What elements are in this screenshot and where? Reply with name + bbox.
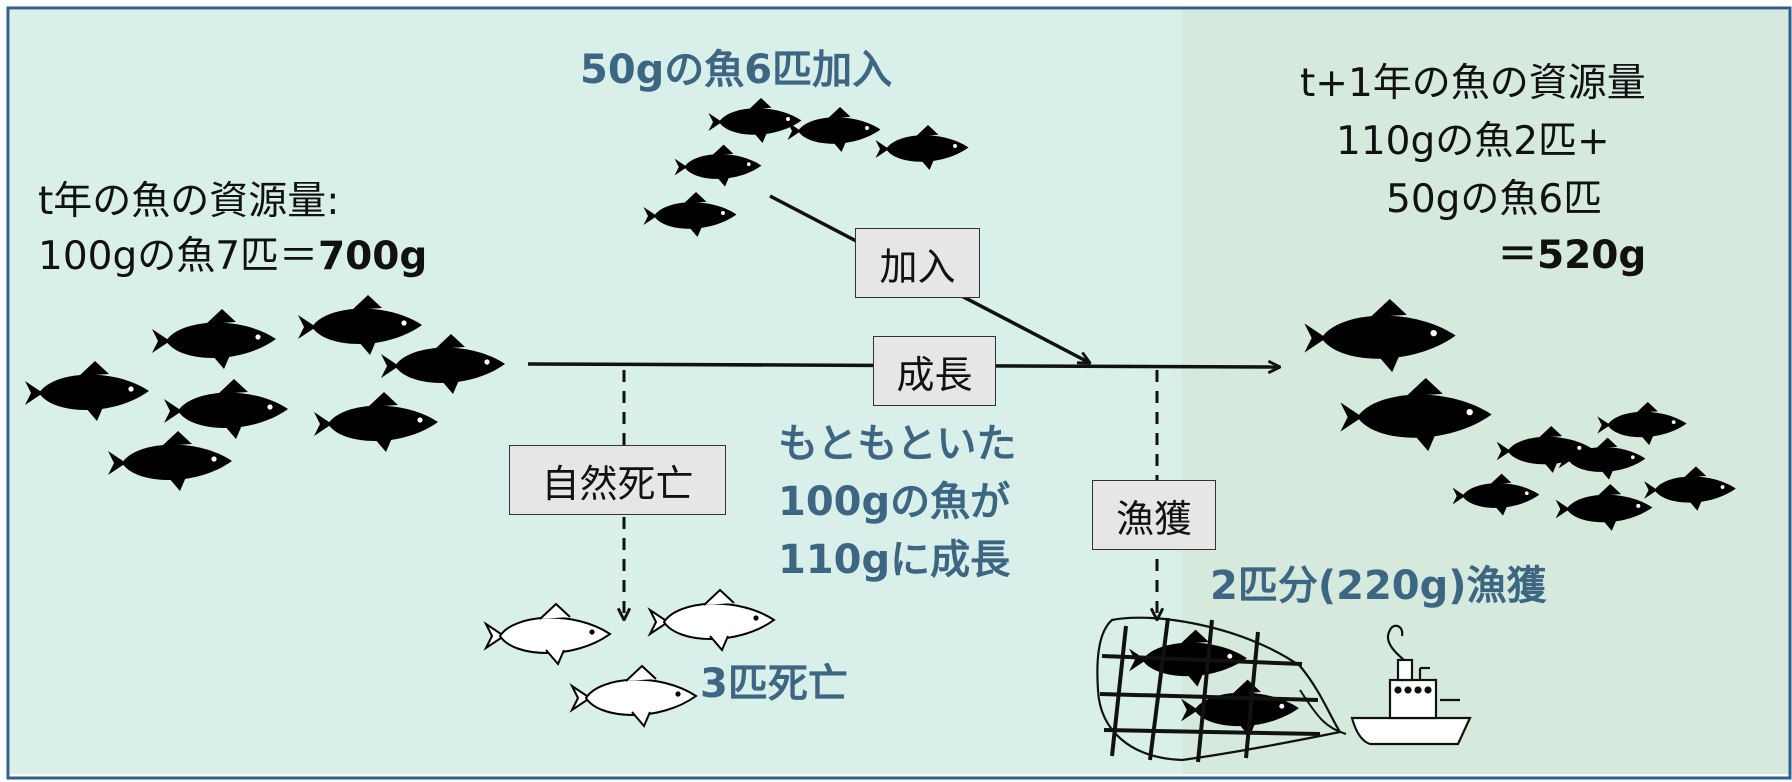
fish-icon <box>1555 484 1653 531</box>
fish-icon <box>152 309 276 369</box>
natural-death-box-label: 自然死亡 <box>541 461 694 506</box>
dead-fish-icon <box>571 665 697 727</box>
fish-icon <box>643 192 737 237</box>
initial-stock-label: t年の魚の資源量: <box>38 179 340 224</box>
next-stock-label: t+1年の魚の資源量 <box>1300 61 1646 106</box>
fish-icon <box>381 334 505 394</box>
growth-note-line2: 100gの魚が <box>778 479 1011 525</box>
fish-icon <box>298 295 422 355</box>
initial-stock-amount: 100gの魚7匹＝700g <box>38 233 427 281</box>
next-stock-total: ＝520g <box>1498 233 1647 278</box>
fish-icon <box>1597 401 1687 446</box>
fish-icon <box>25 361 149 421</box>
initial-stock-fish-group <box>25 295 505 491</box>
fish-icon <box>108 431 232 491</box>
fish-icon <box>164 379 288 439</box>
dead-fish-icon <box>649 589 775 651</box>
fish-icon <box>1340 377 1492 452</box>
recruitment-caption: 50gの魚6匹加入 <box>580 47 893 93</box>
next-stock-small-fish: 50gの魚6匹 <box>1386 177 1603 222</box>
recruitment-box-label: 加入 <box>879 244 956 289</box>
next-stock-large-fish: 110gの魚2匹+ <box>1336 119 1610 164</box>
recruitment-box: 加入 <box>855 228 980 298</box>
dead-fish-icon <box>485 603 611 665</box>
fish-icon <box>708 98 802 143</box>
fish-icon <box>787 107 881 152</box>
fishing-box: 漁獲 <box>1092 480 1216 550</box>
fish-icon <box>1304 298 1456 373</box>
initial-stock-total: 700g <box>318 234 428 279</box>
fish-icon <box>674 144 762 187</box>
fish-icon <box>1452 473 1540 516</box>
growth-note-line3: 110gに成長 <box>778 537 1011 583</box>
fish-icon <box>875 125 969 170</box>
growth-box: 成長 <box>873 336 996 406</box>
natural-death-box: 自然死亡 <box>509 445 726 515</box>
natural-death-caption: 3匹死亡 <box>700 661 848 707</box>
growth-box-label: 成長 <box>896 352 973 397</box>
fishing-box-label: 漁獲 <box>1115 496 1192 541</box>
next-stock-fish-group <box>1304 298 1736 531</box>
growth-note-line1: もともといた <box>778 421 1017 467</box>
recruited-fish-group <box>643 98 969 237</box>
fishing-boat-icon <box>1350 624 1472 746</box>
fishing-net-icon <box>1096 616 1347 763</box>
initial-stock-count: 100gの魚7匹＝ <box>38 234 319 279</box>
fishing-caption: 2匹分(220g)漁獲 <box>1210 563 1547 609</box>
fish-icon <box>1644 466 1736 511</box>
fish-icon <box>314 392 438 452</box>
